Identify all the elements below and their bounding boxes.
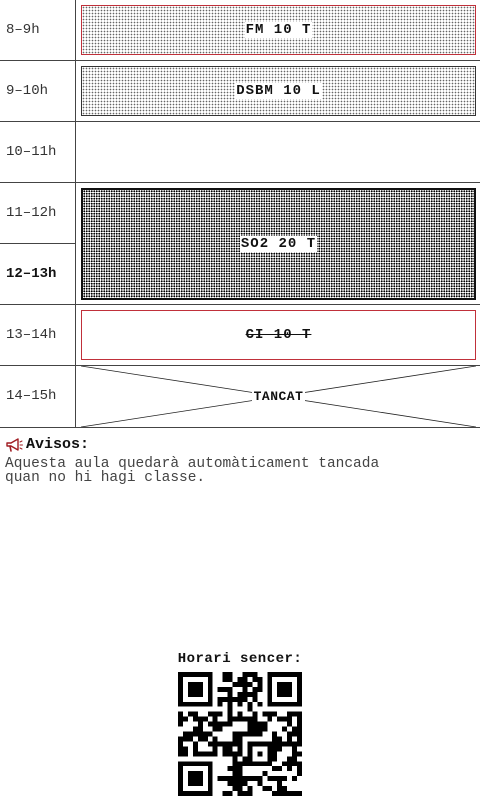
schedule-grid: 8–9h FM 10 T 9–10h DSBM 10 L 10–11h 11–1… xyxy=(0,0,480,428)
notice-text: Aquesta aula quedarà automàticament tanc… xyxy=(5,456,380,486)
schedule-row: 8–9h FM 10 T xyxy=(0,0,480,61)
qr-section: Horari sencer: xyxy=(0,651,480,796)
schedule-row: 11–12h xyxy=(0,183,480,244)
notice-title: Avisos: xyxy=(26,436,90,453)
time-label: 8–9h xyxy=(0,0,76,60)
notice-section: Avisos: Aquesta aula quedarà automàticam… xyxy=(5,436,475,485)
class-block-so2[interactable]: SO2 20 T xyxy=(81,188,476,300)
class-block-fm[interactable]: FM 10 T xyxy=(81,5,476,55)
time-label: 11–12h xyxy=(0,183,76,244)
class-label: DSBM 10 L xyxy=(235,83,322,99)
schedule-row: 9–10h DSBM 10 L xyxy=(0,61,480,122)
class-label: FM 10 T xyxy=(244,22,313,38)
megaphone-icon xyxy=(6,437,23,452)
closed-label: TANCAT xyxy=(251,389,306,404)
schedule-row: 13–14h CI 10 T xyxy=(0,305,480,366)
qr-title: Horari sencer: xyxy=(177,651,303,667)
closed-block: TANCAT xyxy=(81,366,476,427)
schedule-row: 12–13h xyxy=(0,244,480,305)
class-block-ci-cancelled[interactable]: CI 10 T xyxy=(81,310,476,360)
schedule-row: 10–11h xyxy=(0,122,480,183)
schedule-row: 14–15h TANCAT xyxy=(0,366,480,428)
time-label: 13–14h xyxy=(0,305,76,365)
qr-code-icon[interactable] xyxy=(178,672,302,796)
time-label-current: 12–13h xyxy=(0,244,76,304)
time-label: 14–15h xyxy=(0,366,76,427)
time-label: 10–11h xyxy=(0,122,76,182)
time-label: 9–10h xyxy=(0,61,76,121)
class-label: SO2 20 T xyxy=(239,236,318,252)
class-label: CI 10 T xyxy=(245,327,312,343)
class-block-dsbm[interactable]: DSBM 10 L xyxy=(81,66,476,116)
